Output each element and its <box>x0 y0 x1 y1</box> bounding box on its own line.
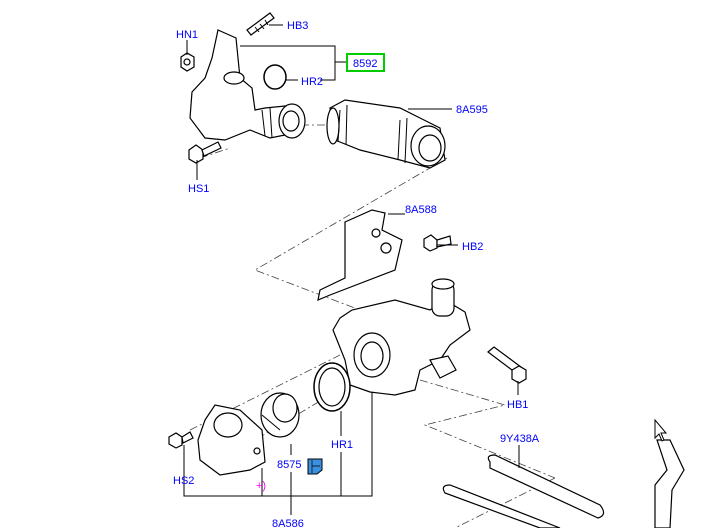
label-8a586[interactable]: 8A586 <box>272 518 304 528</box>
thermostat-8575 <box>260 392 300 438</box>
note-icon[interactable] <box>307 458 323 475</box>
mouse-cursor-icon <box>654 418 668 442</box>
label-hb3[interactable]: HB3 <box>287 20 308 32</box>
label-hb2[interactable]: HB2 <box>462 241 483 253</box>
label-hn1[interactable]: HN1 <box>176 29 198 41</box>
hose-9y438a <box>442 439 685 528</box>
leader-lines <box>183 24 520 515</box>
label-hr2[interactable]: HR2 <box>301 76 323 88</box>
label-hs2[interactable]: HS2 <box>173 475 194 487</box>
gasket-hr1-inner <box>318 367 346 407</box>
coolant-outlet-8a586 <box>197 404 266 476</box>
label-8a588[interactable]: 8A588 <box>405 204 437 216</box>
bolt-hb2 <box>423 234 452 252</box>
selected-part-box[interactable] <box>346 53 385 72</box>
bolt-hs1 <box>188 141 222 164</box>
o-ring-hr2 <box>263 64 287 90</box>
bolt-hs2 <box>168 431 194 449</box>
nut-hn1 <box>180 52 195 72</box>
label-hb1[interactable]: HB1 <box>507 399 528 411</box>
label-8592[interactable]: 8592 <box>353 58 377 70</box>
coolant-elbow-housing <box>189 29 306 141</box>
note-marker[interactable]: +) <box>256 480 266 492</box>
bolt-hb1 <box>487 346 527 384</box>
stud-hb3 <box>246 12 275 36</box>
label-hs1[interactable]: HS1 <box>188 183 209 195</box>
bracket-8a588 <box>317 209 403 301</box>
label-8575[interactable]: 8575 <box>277 459 301 471</box>
thermostat-housing <box>332 278 471 396</box>
hose-8a595 <box>326 99 446 169</box>
label-8a595[interactable]: 8A595 <box>456 104 488 116</box>
label-9y438a[interactable]: 9Y438A <box>500 433 540 445</box>
label-hr1[interactable]: HR1 <box>331 439 353 451</box>
